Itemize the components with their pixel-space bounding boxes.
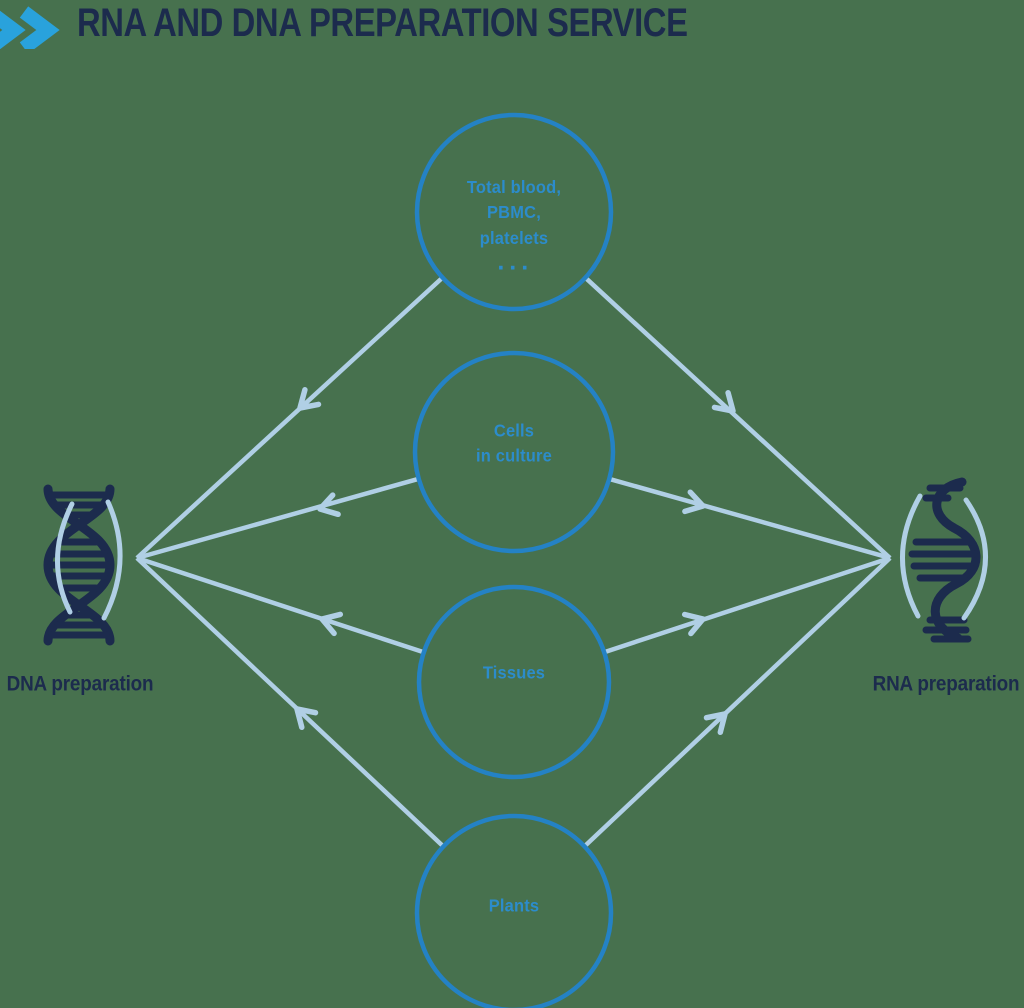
arrowhead-tissues-to-rna-icon — [681, 611, 706, 637]
page-title: RNA AND DNA PREPARATION SERVICE — [77, 1, 688, 45]
arrowhead-plants-to-rna-icon — [703, 711, 728, 736]
source-label-tissues: Tissues — [482, 662, 546, 683]
source-circle-cells-in-culture — [412, 350, 616, 554]
dna-double-helix-icon — [43, 484, 123, 646]
source-label-ellipsis: ... — [497, 247, 534, 276]
source-circle-plants — [414, 813, 614, 1008]
source-circle-tissues — [416, 584, 612, 780]
dna-preparation-label: DNA preparation — [6, 672, 154, 696]
source-label-total-blood: Total blood, PBMC, platelets — [466, 176, 562, 248]
connector-plants-to-dna — [135, 556, 445, 849]
arrowhead-blood-to-rna-icon — [711, 390, 736, 414]
source-circle-total-blood — [414, 112, 614, 312]
connector-blood-to-rna — [583, 276, 892, 560]
connector-cells-to-rna — [608, 476, 891, 561]
connector-lines — [135, 275, 892, 849]
rna-single-helix-icon — [900, 477, 988, 643]
arrowhead-cells-to-dna-icon — [317, 492, 341, 518]
arrowheads — [294, 387, 736, 736]
source-label-plants: Plants — [488, 895, 540, 916]
dna-accent-arcs — [55, 499, 123, 621]
dna-rungs — [47, 491, 111, 639]
connector-tissues-to-dna — [136, 555, 425, 655]
double-chevron-right-icon — [0, 6, 60, 49]
arrowhead-tissues-to-dna-icon — [319, 611, 344, 637]
arrowhead-plants-to-dna-icon — [294, 706, 319, 731]
connector-plants-to-rna — [582, 556, 892, 849]
arrowhead-blood-to-dna-icon — [297, 387, 322, 411]
source-circles — [412, 112, 616, 1008]
connector-tissues-to-rna — [603, 555, 891, 655]
connector-cells-to-dna — [136, 476, 420, 561]
rna-rungs — [908, 484, 978, 643]
rna-accent-arcs — [900, 493, 988, 621]
arrowhead-cells-to-rna-icon — [682, 489, 706, 515]
source-label-cells-in-culture: Cells in culture — [476, 420, 552, 466]
rna-preparation-label: RNA preparation — [872, 672, 1020, 696]
connector-blood-to-dna — [135, 275, 445, 560]
